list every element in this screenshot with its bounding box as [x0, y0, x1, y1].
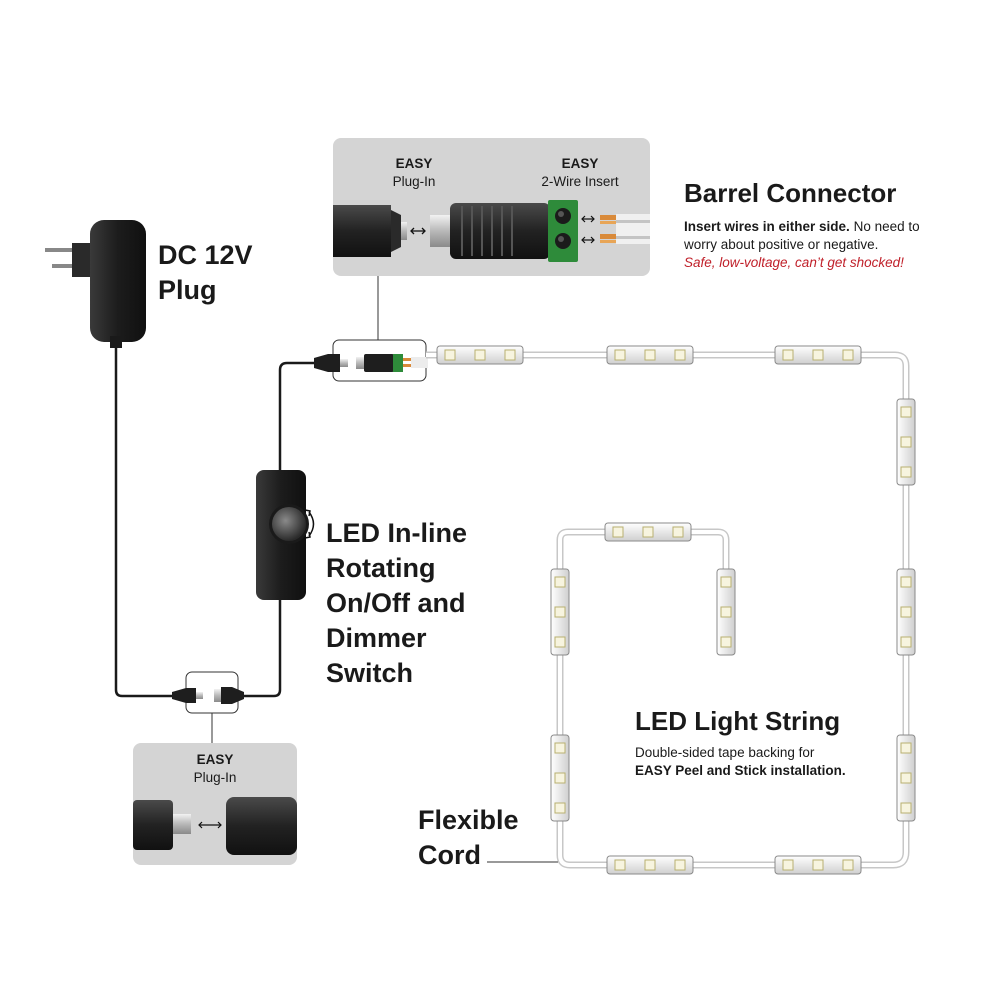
- led-chip: [642, 526, 654, 538]
- led-modules: [436, 345, 916, 875]
- led-chip: [444, 349, 456, 361]
- led-chip: [554, 636, 566, 648]
- switch-label: LED In-line Rotating On/Off and Dimmer S…: [326, 518, 467, 688]
- led-chip: [644, 859, 656, 871]
- led-chip: [812, 859, 824, 871]
- power-cable: [114, 340, 316, 698]
- led-chip: [900, 576, 912, 588]
- led-chip: [842, 859, 854, 871]
- led-chip: [504, 349, 516, 361]
- led-chip: [474, 349, 486, 361]
- led-chip: [900, 742, 912, 754]
- barrel-connector-title: Barrel Connector: [684, 178, 897, 208]
- easy-plug-in-caption: EASY Plug-In: [392, 156, 436, 189]
- easy-2-wire-caption: EASY 2-Wire Insert: [541, 156, 619, 189]
- led-chip: [614, 349, 626, 361]
- barrel-connector-inset: [333, 138, 650, 276]
- led-chip: [900, 466, 912, 478]
- led-chip: [900, 406, 912, 418]
- led-chip: [674, 859, 686, 871]
- led-chip: [900, 606, 912, 618]
- led-chip: [900, 636, 912, 648]
- dimmer-switch: [256, 470, 315, 600]
- led-chip: [782, 349, 794, 361]
- led-chip: [720, 636, 732, 648]
- led-chip: [900, 436, 912, 448]
- led-light-string-desc: Double-sided tape backing for EASY Peel …: [635, 745, 846, 778]
- rotate-arrow-icon: [308, 511, 315, 537]
- dc-plug-label: DC 12V Plug: [158, 240, 253, 305]
- led-chip: [554, 802, 566, 814]
- led-light-string-title: LED Light String: [635, 706, 841, 736]
- led-chip: [554, 772, 566, 784]
- led-chip: [554, 576, 566, 588]
- led-chip: [842, 349, 854, 361]
- barrel-connector-desc: Insert wires in either side. No need to …: [684, 219, 920, 270]
- bottom-easy-caption: EASY Plug-In: [193, 752, 237, 785]
- arrow-both-icon: [198, 821, 222, 829]
- flexible-cord-label: Flexible Cord: [418, 805, 519, 870]
- led-chip: [644, 349, 656, 361]
- plug-in-small: [172, 671, 244, 714]
- led-chip: [900, 772, 912, 784]
- led-chip: [674, 349, 686, 361]
- led-chip: [612, 526, 624, 538]
- arrow-both-icon: [410, 227, 426, 235]
- dc-adapter: [45, 220, 146, 348]
- led-chip: [614, 859, 626, 871]
- flexible-cord: [426, 351, 910, 869]
- led-chip: [812, 349, 824, 361]
- barrel-connector-small: [314, 339, 428, 382]
- led-chip: [672, 526, 684, 538]
- plug-in-inset: [133, 743, 297, 865]
- led-chip: [720, 576, 732, 588]
- led-chip: [720, 606, 732, 618]
- led-chip: [554, 606, 566, 618]
- led-chip: [900, 802, 912, 814]
- led-chip: [554, 742, 566, 754]
- led-chip: [782, 859, 794, 871]
